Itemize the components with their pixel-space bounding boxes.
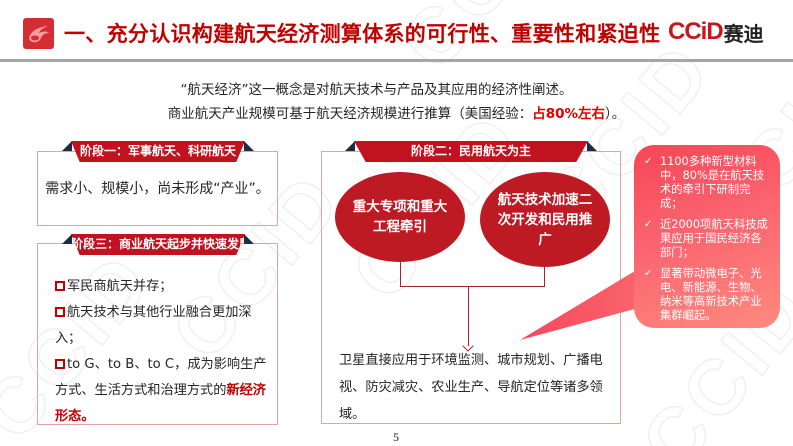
- intro-line-1: “航天经济”这一概念是对航天技术与产品及其应用的经济性阐述。: [180, 82, 573, 98]
- slide-header: 一、充分认识构建航天经济测算体系的可行性、重要性和紧迫性 CCiD 赛迪: [0, 0, 793, 62]
- stage3-title: 阶段三：商业航天起步并快速发展: [71, 234, 245, 255]
- stage2-title: 阶段二：民用航天为主: [354, 141, 588, 162]
- stage1-text: 需求小、规模小，尚未形成“产业”。: [45, 181, 270, 197]
- connector-right: [544, 262, 545, 287]
- new-economy-highlight: 新经济形态。: [55, 383, 266, 424]
- check-icon: ✓: [644, 219, 653, 230]
- stage1-ribbon: 阶段一：军事航天、科研航天: [62, 141, 254, 162]
- stage2-text: 卫星直接应用于环境监测、城市规划、广播电视、防灾减灾、农业生产、导航定位等诸多领…: [339, 353, 603, 422]
- header-divider: [0, 59, 793, 62]
- ellipse-major-projects: 重大专项和重大工程牵引: [335, 172, 465, 262]
- callout-item: ✓显著带动微电子、光电、新能源、生物、纳米等高新技术产业集群崛起。: [644, 267, 762, 322]
- stage1-panel: 需求小、规模小，尚未形成“产业”。: [37, 151, 278, 226]
- connector-horizontal: [400, 286, 545, 287]
- intro-line-2: 商业航天产业规模可基于航天经济规模进行推算（美国经验：占80%左右）。: [167, 106, 626, 122]
- intro-text: “航天经济”这一概念是对航天技术与产品及其应用的经济性阐述。 商业航天产业规模可…: [0, 78, 793, 126]
- list-item: to G、to B、to C，成为影响生产方式、生活方式和治理方式的新经济形态。: [55, 357, 267, 424]
- square-bullet-icon: [55, 281, 65, 291]
- ccid-brand-logo: CCiD 赛迪: [668, 18, 764, 46]
- stage3-ribbon: 阶段三：商业航天起步并快速发展: [62, 234, 254, 255]
- stage3-list: 军民商航天并存； 航天技术与其他行业融合更加深入； to G、to B、to C…: [55, 274, 269, 430]
- callout-item: ✓近2000项航天科技成果应用于国民经济各部门；: [644, 218, 768, 259]
- connector-left: [400, 258, 401, 287]
- list-item: 航天技术与其他行业融合更加深入；: [55, 305, 252, 346]
- page-number: 5: [393, 430, 399, 444]
- stage3-panel: 军民商航天并存； 航天技术与其他行业融合更加深入； to G、to B、to C…: [37, 243, 278, 425]
- flame-logo-icon: [23, 18, 54, 49]
- stage1-title: 阶段一：军事航天、科研航天: [71, 141, 245, 162]
- square-bullet-icon: [55, 307, 65, 317]
- intro-highlight: 占80%左右: [532, 106, 606, 122]
- list-item: 军民商航天并存；: [55, 274, 269, 300]
- ellipse-tech-civil-promotion: 航天技术加速二次开发和民用推广: [480, 172, 610, 267]
- square-bullet-icon: [55, 359, 65, 369]
- brand-chinese: 赛迪: [723, 21, 764, 46]
- impact-callout: ✓1100多种新型材料中，80%是在航天技术的牵引下研制完成； ✓近2000项航…: [634, 145, 780, 328]
- check-icon: ✓: [644, 268, 653, 279]
- callout-item: ✓1100多种新型材料中，80%是在航天技术的牵引下研制完成；: [644, 155, 765, 210]
- check-icon: ✓: [644, 156, 653, 167]
- brand-latin: CCiD: [668, 18, 724, 45]
- stage2-ribbon: 阶段二：民用航天为主: [345, 141, 597, 162]
- connector-down: [468, 286, 469, 346]
- page-title: 一、充分认识构建航天经济测算体系的可行性、重要性和紧迫性: [64, 22, 661, 46]
